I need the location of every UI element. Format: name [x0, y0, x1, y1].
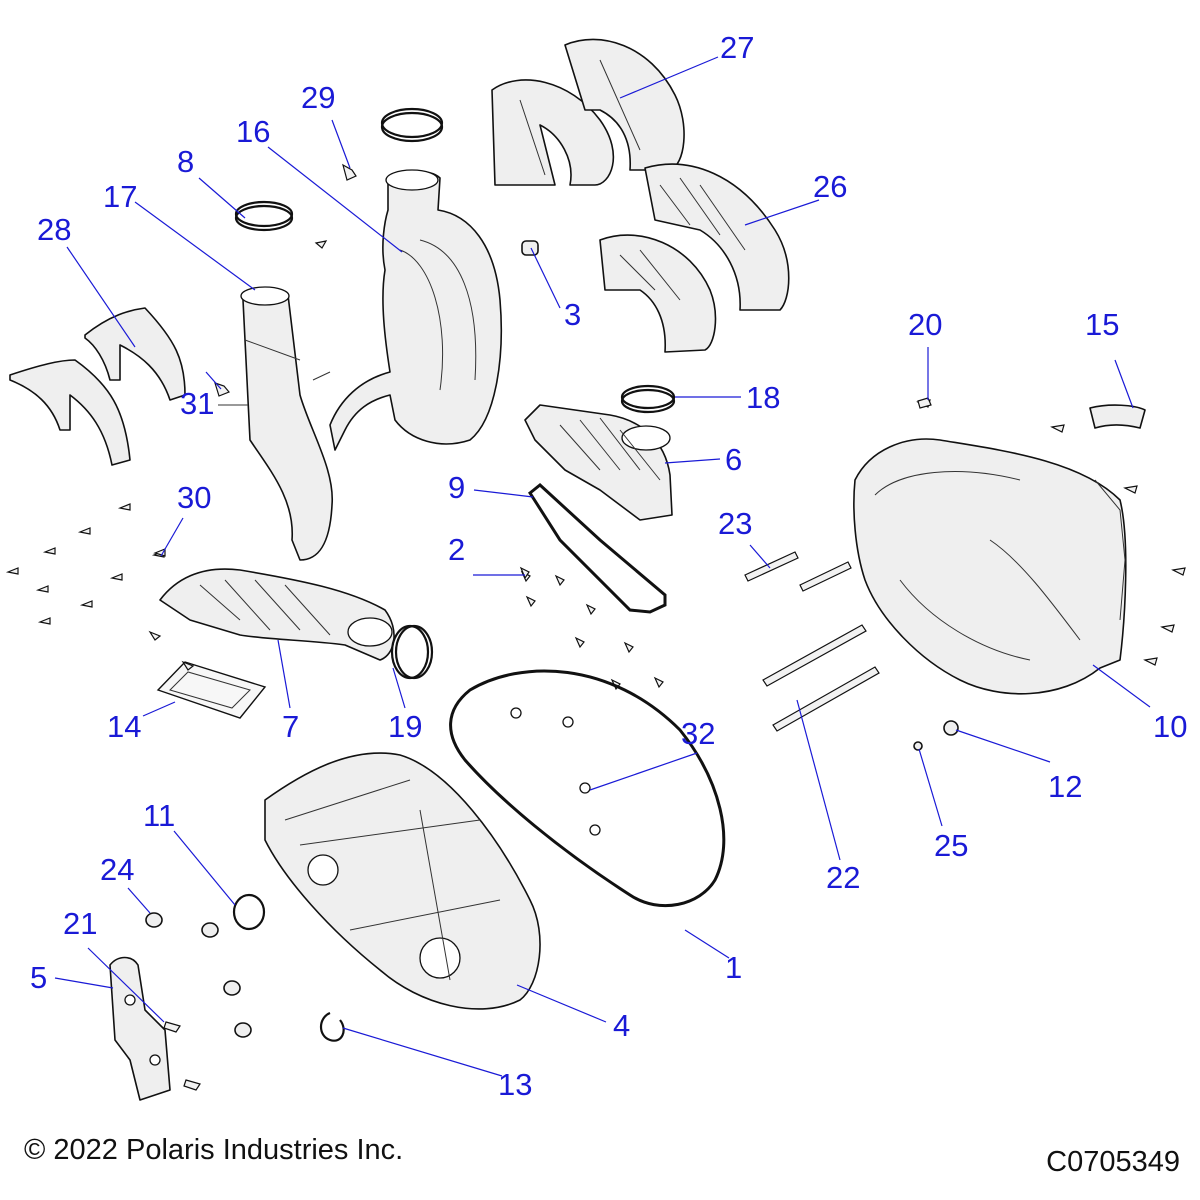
callout-13: 13 [498, 1067, 532, 1102]
callout-3: 3 [564, 297, 581, 332]
part-13-snap-ring [319, 1011, 345, 1042]
part-4-inner-cover [264, 752, 541, 1010]
part-29-screw [342, 163, 357, 181]
part-1-seal [449, 669, 726, 908]
callout-2: 2 [448, 532, 465, 567]
part-21-bolts [163, 1021, 201, 1091]
part-14-gasket [156, 661, 267, 719]
part-5-bracket [109, 956, 171, 1101]
callout-16: 16 [236, 114, 270, 149]
part-9-gasket [528, 483, 667, 614]
part-12-plug [943, 720, 959, 736]
part-26-elbow-duct [599, 163, 790, 353]
part-23-bolt [744, 551, 852, 592]
callout-18: 18 [746, 380, 780, 415]
callout-20: 20 [908, 307, 942, 342]
part-7-outlet-duct [159, 568, 395, 661]
part-24-plugs [145, 912, 252, 1038]
callout-29: 29 [301, 80, 335, 115]
callout-12: 12 [1048, 769, 1082, 804]
part-2-screw [519, 566, 530, 580]
callout-5: 5 [30, 960, 47, 995]
part-19-clamp [390, 624, 434, 680]
part-25-washer [913, 741, 923, 751]
part-32-washers [510, 707, 601, 836]
callout-22: 22 [826, 860, 860, 895]
callout-14: 14 [107, 709, 141, 744]
part-20-screw [917, 397, 932, 409]
callout-10: 10 [1153, 709, 1187, 744]
callout-9: 9 [448, 470, 465, 505]
callout-26: 26 [813, 169, 847, 204]
callout-32: 32 [681, 716, 715, 751]
part-18-clamp [620, 384, 676, 414]
callout-labels: 1 2 3 4 5 6 7 8 9 10 11 12 13 14 15 16 1… [30, 30, 1187, 1102]
callout-24: 24 [100, 852, 134, 887]
part-11-oring [232, 893, 266, 931]
callout-31: 31 [180, 386, 214, 421]
callout-7: 7 [282, 709, 299, 744]
callout-21: 21 [63, 906, 97, 941]
callout-8: 8 [177, 144, 194, 179]
part-16-intake-duct [329, 169, 503, 451]
part-10-outer-cover [853, 438, 1127, 695]
drawing-code: C0705349 [1046, 1146, 1180, 1178]
leader-lines [54, 56, 1151, 1077]
callout-15: 15 [1085, 307, 1119, 342]
part-15-pad [1089, 404, 1146, 429]
part-3-grommet [521, 240, 539, 256]
part-6-intake-boot [524, 404, 673, 521]
callout-30: 30 [177, 480, 211, 515]
callout-25: 25 [934, 828, 968, 863]
callout-1: 1 [725, 950, 742, 985]
part-27-duct-cover [491, 38, 685, 186]
callout-11: 11 [143, 798, 175, 833]
callout-4: 4 [613, 1008, 630, 1043]
callout-27: 27 [720, 30, 754, 65]
callout-19: 19 [388, 709, 422, 744]
callout-6: 6 [725, 442, 742, 477]
copyright-notice: © 2022 Polaris Industries Inc. [24, 1134, 404, 1166]
callout-23: 23 [718, 506, 752, 541]
callout-17: 17 [103, 179, 137, 214]
part-8-clamp [234, 200, 294, 232]
part-22-long-bolt [762, 624, 880, 732]
part-hose-clamp-top [380, 107, 444, 143]
part-28-shield [9, 307, 186, 466]
part-17-vertical-duct [218, 286, 333, 561]
callout-28: 28 [37, 212, 71, 247]
